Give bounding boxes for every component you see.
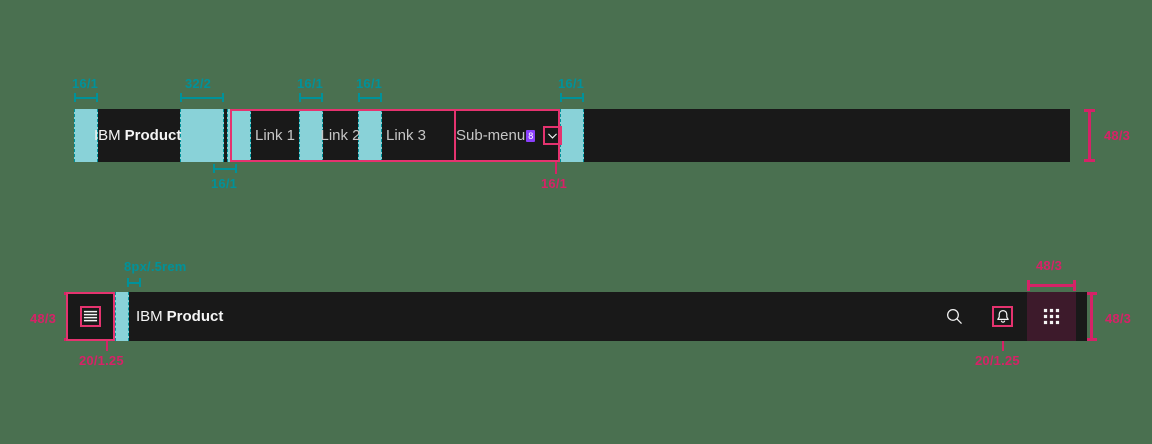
app-switcher-button[interactable] (1027, 292, 1076, 341)
annotation-bell-icon-size: 20/1.25 (975, 353, 1020, 368)
annotation-chevron-size: 16/1 (541, 176, 568, 191)
search-button[interactable] (930, 292, 979, 341)
annotation-top-left-pad: 16/1 (72, 76, 99, 91)
bottom-brand-prefix: IBM (136, 308, 163, 325)
spacing-slab-gutter (115, 292, 129, 341)
annotation-top-nav-height: 48/3 (1104, 128, 1131, 143)
bottom-nav-brand[interactable]: IBM Product (136, 292, 223, 341)
annotation-switcher-width: 48/3 (1036, 258, 1063, 273)
annotation-link-gap-2: 16/1 (356, 76, 383, 91)
measure-bar-submenu-gap (560, 93, 584, 102)
measure-bar-divider (213, 164, 237, 173)
app-grid-icon (1043, 308, 1060, 325)
submenu-chevron-measure-box[interactable] (543, 126, 562, 145)
top-nav-brand[interactable]: IBM Product (94, 109, 181, 162)
annotation-brand-gap: 32/2 (185, 76, 212, 91)
notifications-button[interactable] (978, 292, 1027, 341)
top-navigation-bar: IBM Product Link 1 Link 2 Link 3 Sub-men… (74, 109, 1070, 162)
measure-bar-left-pad (74, 93, 98, 102)
measure-bar-switcher-height (1086, 292, 1097, 341)
search-icon (947, 309, 962, 324)
spacing-slab-link-gap-1 (299, 109, 323, 162)
spacing-slab-divider (227, 109, 251, 162)
annotation-switcher-height: 48/3 (1105, 311, 1132, 326)
brand-name: Product (124, 127, 182, 144)
spacing-slab-submenu-gap (560, 109, 584, 162)
top-nav-link-1[interactable]: Link 1 (254, 127, 296, 144)
top-nav-link-2[interactable]: Link 2 (320, 127, 361, 144)
annotation-link-gap-1: 16/1 (297, 76, 324, 91)
hamburger-menu-icon (83, 310, 98, 322)
annotation-divider: 16/1 (211, 176, 238, 191)
measure-bar-switcher-width (1027, 280, 1076, 291)
annotation-bottom-nav-height: 48/3 (30, 311, 57, 326)
menu-button[interactable] (66, 292, 115, 341)
spacing-slab-link-gap-2 (358, 109, 382, 162)
measure-bar-brand-gap (180, 93, 224, 102)
measure-bar-gutter (127, 278, 141, 287)
measure-bar-link-gap-1 (299, 93, 323, 102)
brand-prefix: IBM (94, 127, 121, 144)
top-nav-link-3[interactable]: Link 3 (385, 127, 427, 144)
annotation-menu-icon-size: 20/1.25 (79, 353, 124, 368)
bottom-navigation-bar: IBM Product (66, 292, 1087, 341)
bottom-brand-name: Product (166, 308, 224, 325)
spacing-slab-left-pad (74, 109, 98, 162)
chevron-down-icon (548, 133, 557, 139)
spacing-slab-brand-gap (180, 109, 224, 162)
annotation-submenu-gap: 16/1 (558, 76, 585, 91)
measure-bar-top-nav-height (1084, 109, 1095, 162)
measure-bar-link-gap-2 (358, 93, 382, 102)
submenu-badge: 8 (526, 129, 536, 142)
annotation-gutter: 8px/.5rem (124, 259, 187, 274)
submenu-label: Sub-menu (456, 127, 526, 144)
bell-icon (996, 309, 1009, 323)
